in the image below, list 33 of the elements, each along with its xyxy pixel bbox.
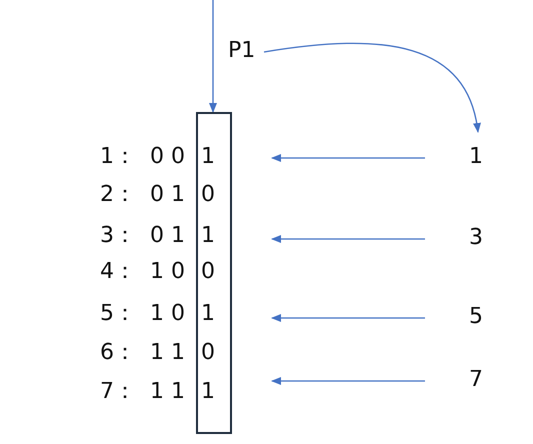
last-bit: 0: [201, 342, 215, 364]
target-number: 3: [469, 227, 487, 251]
last-bit: 1: [201, 225, 215, 247]
last-bit: 0: [201, 261, 215, 283]
arrow: [271, 154, 425, 162]
arrow: [264, 42, 480, 133]
last-bit: 1: [201, 381, 215, 403]
row-index: 5：: [100, 303, 136, 325]
target-number: 7: [469, 369, 487, 393]
bit-values: 1 1: [150, 381, 185, 403]
target-number: 1: [469, 146, 487, 170]
last-bit: 1: [201, 146, 215, 168]
arrow: [271, 377, 425, 385]
row-index: 7：: [100, 381, 136, 403]
last-bit: 1: [201, 303, 215, 325]
bit-values: 0 1: [150, 184, 185, 206]
arrow: [209, 0, 217, 113]
bit-values: 0 1: [150, 225, 185, 247]
row-index: 6：: [100, 342, 136, 364]
pointer-label: P1: [228, 40, 258, 64]
row-index: 2：: [100, 184, 136, 206]
bit-values: 1 1: [150, 342, 185, 364]
bit-values: 0 0: [150, 146, 185, 168]
arrow: [271, 314, 425, 322]
last-bit: 0: [201, 184, 215, 206]
row-index: 4：: [100, 261, 136, 283]
column-highlight-box: [196, 112, 232, 434]
row-index: 3：: [100, 225, 136, 247]
row-index: 1：: [100, 146, 136, 168]
bit-values: 1 0: [150, 261, 185, 283]
target-number: 5: [469, 306, 487, 330]
bit-values: 1 0: [150, 303, 185, 325]
arrow: [271, 235, 425, 243]
